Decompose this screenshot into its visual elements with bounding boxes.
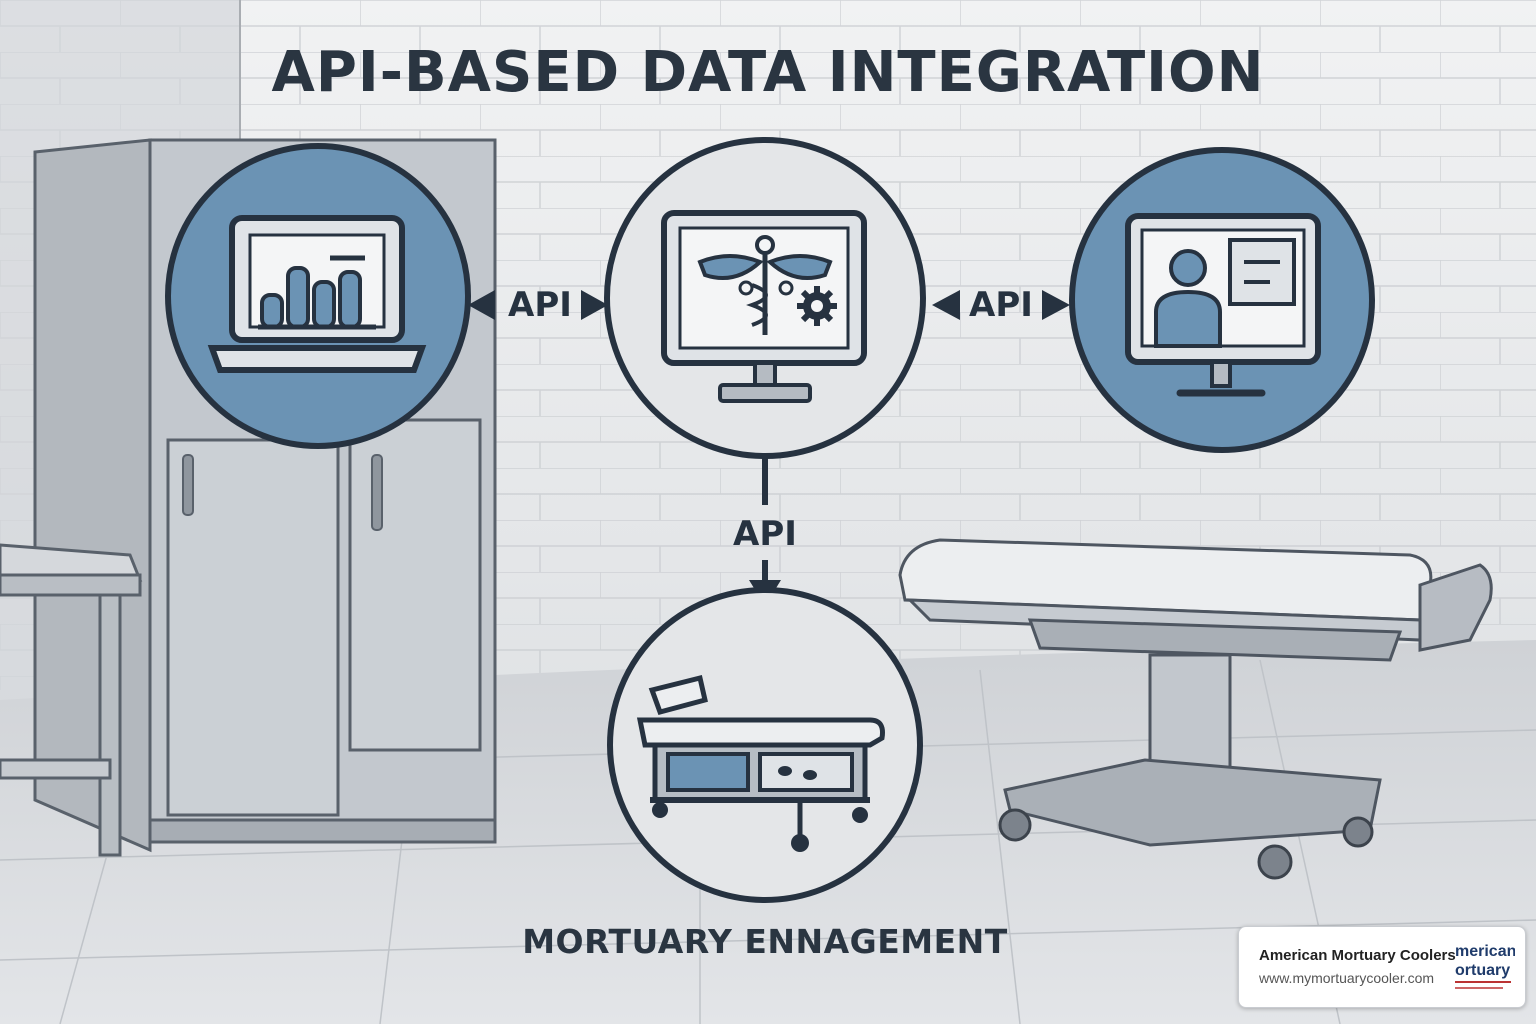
mortuary-table-icon [636,674,885,852]
laptop-chart-icon [207,215,427,373]
watermark-badge: American Mortuary Coolers www.mymortuary… [1238,926,1526,1008]
node-analytics-laptop [165,143,471,449]
embalming-table [898,538,1493,880]
company-logo-icon: merican ortuary [1455,943,1515,989]
connector-center-right [932,290,1070,320]
watermark-url: www.mymortuarycooler.com [1259,970,1435,986]
node-mortuary-equipment [607,587,923,903]
connector-left-center [468,290,608,320]
logo-line2: ortuary [1455,962,1510,979]
diagram-caption: MORTUARY ENNAGEMENT [522,922,1008,961]
node-medical-system [604,137,926,459]
diagram-title: API-BASED DATA INTEGRATION [271,40,1265,105]
api-label-left-center: API [508,285,572,325]
node-user-portal [1069,147,1375,453]
monitor-user-icon [1125,213,1321,397]
monitor-caduceus-icon [661,210,867,403]
api-label-center-right: API [969,285,1033,325]
watermark-company-name: American Mortuary Coolers [1259,947,1456,964]
api-label-center-bottom: API [733,514,797,554]
side-bench [0,543,143,857]
logo-line1: merican [1455,943,1515,960]
